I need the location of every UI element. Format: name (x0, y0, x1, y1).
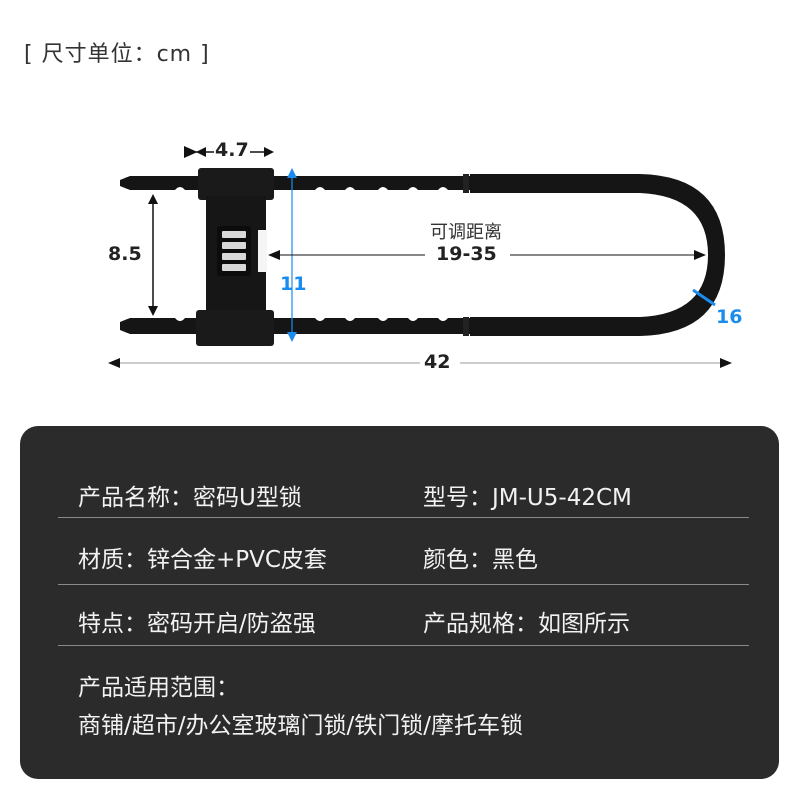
unit-label: [ 尺寸单位：cm ] (24, 42, 210, 67)
spec-model: 型号：JM-U5-42CM (423, 485, 632, 511)
adjustable-distance-caption: 可调距离 (430, 222, 502, 243)
dimension-body-width: 4.7 (215, 139, 249, 161)
spec-row-name-model: 产品名称：密码U型锁 型号：JM-U5-42CM (78, 478, 632, 512)
spec-card: 产品名称：密码U型锁 型号：JM-U5-42CM 材质：锌合金+PVC皮套 颜色… (20, 426, 779, 779)
spec-row-material-color: 材质：锌合金+PVC皮套 颜色：黑色 (78, 540, 538, 574)
spec-size: 产品规格：如图所示 (423, 611, 630, 637)
combination-dial-icon (217, 226, 251, 276)
divider (58, 645, 749, 646)
spec-feature: 特点：密码开启/防盗强 (78, 611, 316, 637)
spec-color: 颜色：黑色 (423, 547, 538, 573)
spec-material: 材质：锌合金+PVC皮套 (78, 547, 327, 573)
divider (58, 584, 749, 585)
usage-title: 产品适用范围： (78, 675, 239, 701)
dimension-total-length: 42 (420, 351, 455, 373)
dimension-adjustable-range: 19-35 (432, 243, 501, 265)
divider (58, 517, 749, 518)
usage-text: 商铺/超市/办公室玻璃门锁/铁门锁/摩托车锁 (78, 713, 523, 739)
dimension-inner-height: 8.5 (104, 243, 146, 265)
dimension-shackle-diameter: 16 (716, 306, 743, 328)
dimension-outer-height: 11 (280, 273, 307, 295)
spec-row-feature-size: 特点：密码开启/防盗强 产品规格：如图所示 (78, 604, 630, 638)
lock-dimension-diagram: 4.7 8.5 11 可调距离 19-35 16 42 (104, 139, 743, 373)
u-lock-illustration (108, 146, 732, 368)
spec-product-name: 产品名称：密码U型锁 (78, 485, 302, 511)
